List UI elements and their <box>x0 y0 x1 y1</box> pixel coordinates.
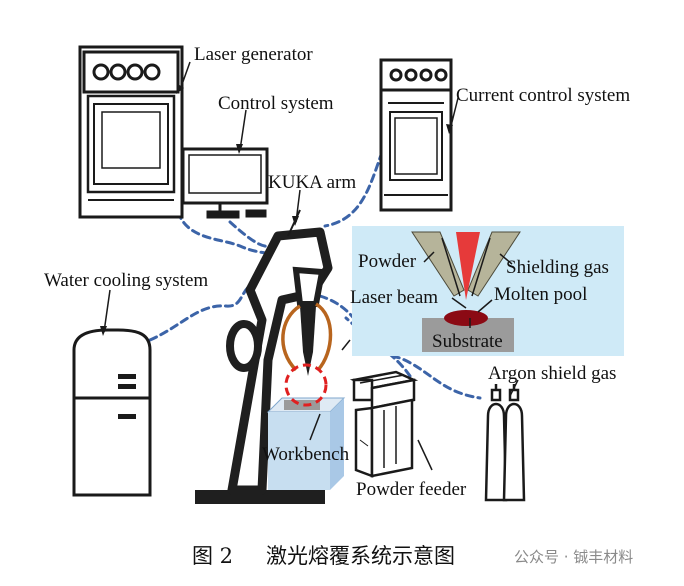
kuka-arm <box>195 209 333 504</box>
label-current-control-system: Current control system <box>456 85 631 106</box>
label-shielding-gas: Shielding gas <box>506 257 609 278</box>
label-argon-shield-gas: Argon shield gas <box>488 363 617 384</box>
label-water-cooling-system: Water cooling system <box>44 270 209 291</box>
label-powder: Powder <box>358 251 417 272</box>
label-substrate: Substrate <box>432 331 503 352</box>
label-control-system: Control system <box>218 93 334 114</box>
nozzle-left <box>411 231 465 297</box>
arm-to-nozzle-link <box>287 209 301 237</box>
laser-beam-cone <box>456 232 480 300</box>
nozzle-right <box>467 231 521 297</box>
arm-head <box>292 266 326 307</box>
label-molten-pool: Molten pool <box>494 284 588 305</box>
watermark-text: 公众号 · 铖丰材料 <box>514 548 634 566</box>
cladding-detail-inset <box>352 226 624 356</box>
water-cooling-system-unit <box>72 328 152 497</box>
label-powder-feeder: Powder feeder <box>356 479 467 500</box>
nozzle-body <box>300 306 316 352</box>
laser-generator-unit <box>78 45 184 219</box>
label-laser-generator: Laser generator <box>194 44 313 65</box>
connector-control-to-arm <box>228 220 272 248</box>
arm-base <box>195 490 325 504</box>
workbench <box>266 363 346 490</box>
focus-circle <box>284 363 328 407</box>
label-arrows <box>100 61 519 471</box>
figure-title: 激光熔覆系统示意图 <box>266 544 455 568</box>
current-control-system-unit <box>379 58 453 212</box>
figure-number: 图 2 <box>192 544 234 568</box>
label-kuka-arm: KUKA arm <box>268 172 357 193</box>
cable-left <box>281 304 301 372</box>
argon-cylinders <box>484 384 526 502</box>
arm-joint <box>226 320 262 372</box>
powder-feeder-unit <box>349 370 419 478</box>
connector-arm-to-argon <box>318 294 482 400</box>
label-workbench: Workbench <box>262 444 350 465</box>
label-laser-beam: Laser beam <box>350 287 439 308</box>
control-system-monitor <box>181 147 269 219</box>
molten-pool-mark <box>444 310 488 326</box>
cable-right <box>314 302 333 372</box>
